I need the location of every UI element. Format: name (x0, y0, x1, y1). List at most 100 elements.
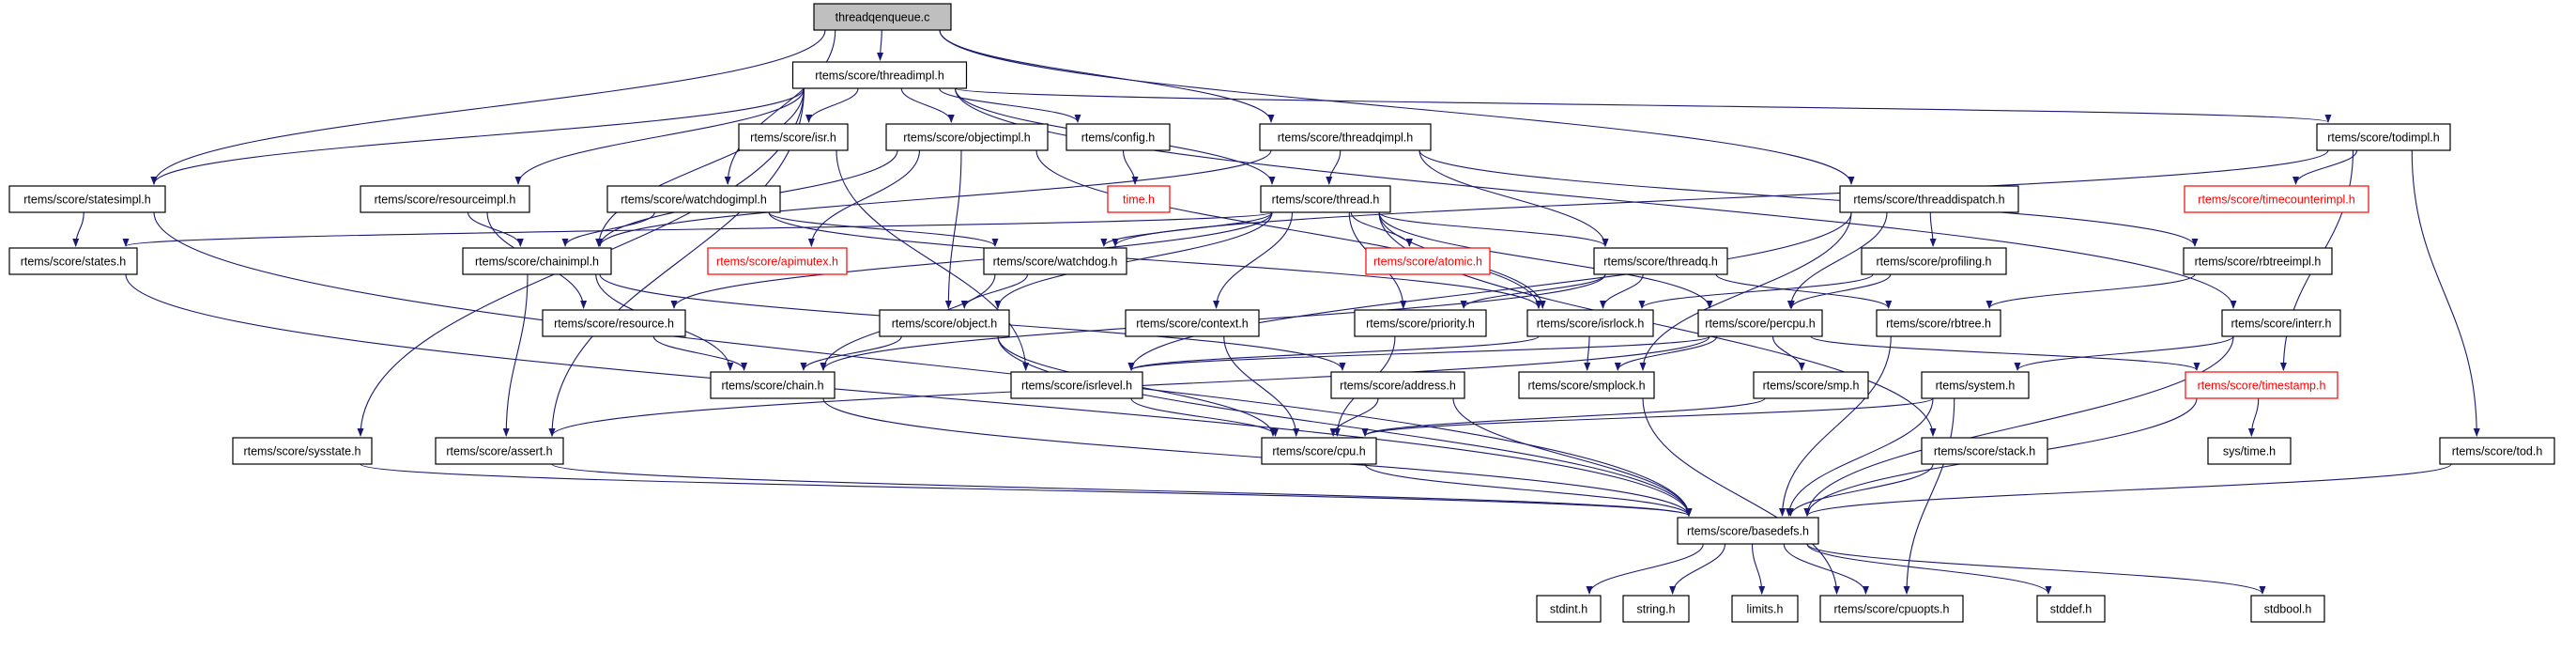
node-box-smp[interactable] (1753, 371, 1869, 399)
graph-node-rbtree[interactable]: rtems/score/rbtree.h (1876, 309, 2001, 337)
graph-node-system[interactable]: rtems/system.h (1921, 371, 2030, 399)
node-box-assert[interactable] (435, 437, 564, 465)
node-box-statesimpl[interactable] (8, 185, 166, 213)
graph-node-rbtreeimpl[interactable]: rtems/score/rbtreeimpl.h (2183, 247, 2333, 275)
graph-node-string[interactable]: string.h (1622, 595, 1690, 623)
node-box-address[interactable] (1330, 371, 1465, 399)
node-box-stdint[interactable] (1536, 595, 1602, 623)
node-box-stack[interactable] (1921, 437, 2048, 465)
graph-node-tod[interactable]: rtems/score/tod.h (2439, 437, 2555, 465)
graph-node-chain[interactable]: rtems/score/chain.h (710, 371, 836, 399)
graph-node-isrlock[interactable]: rtems/score/isrlock.h (1526, 309, 1654, 337)
graph-node-statesimpl[interactable]: rtems/score/statesimpl.h (8, 185, 166, 213)
node-box-threadq[interactable] (1593, 247, 1728, 275)
graph-node-objectimpl[interactable]: rtems/score/objectimpl.h (885, 123, 1049, 151)
graph-node-watchdogimpl[interactable]: rtems/score/watchdogimpl.h (606, 185, 781, 213)
graph-node-assert[interactable]: rtems/score/assert.h (435, 437, 564, 465)
node-box-chain[interactable] (710, 371, 836, 399)
node-box-cpuopts[interactable] (1819, 595, 1964, 623)
node-box-system[interactable] (1921, 371, 2030, 399)
node-box-timestamp[interactable] (2185, 371, 2338, 399)
node-box-rbtree[interactable] (1876, 309, 2001, 337)
node-box-object[interactable] (879, 309, 1010, 337)
graph-node-context[interactable]: rtems/score/context.h (1125, 309, 1260, 337)
graph-node-isrlevel[interactable]: rtems/score/isrlevel.h (1010, 371, 1143, 399)
node-box-isrlevel[interactable] (1010, 371, 1143, 399)
node-box-string[interactable] (1622, 595, 1690, 623)
graph-node-states[interactable]: rtems/score/states.h (8, 247, 138, 275)
graph-node-stddef[interactable]: stddef.h (2036, 595, 2106, 623)
graph-node-address[interactable]: rtems/score/address.h (1330, 371, 1465, 399)
node-box-threadqimpl[interactable] (1259, 123, 1432, 151)
node-box-chainimpl[interactable] (462, 247, 612, 275)
graph-node-interr[interactable]: rtems/score/interr.h (2221, 309, 2341, 337)
graph-node-atomic[interactable]: rtems/score/atomic.h (1365, 247, 1491, 275)
node-box-systime[interactable] (2207, 437, 2292, 465)
node-box-todimpl[interactable] (2316, 123, 2451, 151)
graph-node-chainimpl[interactable]: rtems/score/chainimpl.h (462, 247, 612, 275)
graph-node-isr[interactable]: rtems/score/isr.h (738, 123, 849, 151)
graph-node-thread[interactable]: rtems/score/thread.h (1260, 185, 1391, 213)
graph-node-priority[interactable]: rtems/score/priority.h (1354, 309, 1487, 337)
graph-node-stack[interactable]: rtems/score/stack.h (1921, 437, 2048, 465)
graph-node-basedefs[interactable]: rtems/score/basedefs.h (1677, 517, 1819, 545)
graph-node-apimutex[interactable]: rtems/score/apimutex.h (707, 247, 848, 275)
node-box-root[interactable] (813, 3, 952, 31)
node-box-percpu[interactable] (1697, 309, 1823, 337)
graph-node-stdbool[interactable]: stdbool.h (2250, 595, 2325, 623)
node-box-resourceimpl[interactable] (360, 185, 530, 213)
graph-node-threadqimpl[interactable]: rtems/score/threadqimpl.h (1259, 123, 1432, 151)
node-box-states[interactable] (8, 247, 138, 275)
node-box-config[interactable] (1066, 123, 1171, 151)
graph-node-cpu[interactable]: rtems/score/cpu.h (1261, 437, 1377, 465)
graph-node-object[interactable]: rtems/score/object.h (879, 309, 1010, 337)
node-box-apimutex[interactable] (707, 247, 848, 275)
graph-node-threaddispatch[interactable]: rtems/score/threaddispatch.h (1839, 185, 2019, 213)
graph-node-timecounterimpl[interactable]: rtems/score/timecounterimpl.h (2184, 185, 2369, 213)
graph-node-percpu[interactable]: rtems/score/percpu.h (1697, 309, 1823, 337)
graph-node-limits[interactable]: limits.h (1731, 595, 1799, 623)
node-box-tod[interactable] (2439, 437, 2555, 465)
node-box-sysstate[interactable] (232, 437, 373, 465)
node-box-rbtreeimpl[interactable] (2183, 247, 2333, 275)
node-box-basedefs[interactable] (1677, 517, 1819, 545)
node-box-profiling[interactable] (1861, 247, 2007, 275)
graph-node-profiling[interactable]: rtems/score/profiling.h (1861, 247, 2007, 275)
node-box-isr[interactable] (738, 123, 849, 151)
node-box-smplock[interactable] (1518, 371, 1655, 399)
graph-node-sysstate[interactable]: rtems/score/sysstate.h (232, 437, 373, 465)
graph-node-root[interactable]: threadqenqueue.c (813, 3, 952, 31)
graph-node-systime[interactable]: sys/time.h (2207, 437, 2292, 465)
node-box-stdbool[interactable] (2250, 595, 2325, 623)
graph-node-timestamp[interactable]: rtems/score/timestamp.h (2185, 371, 2338, 399)
node-box-stddef[interactable] (2036, 595, 2106, 623)
graph-node-time[interactable]: time.h (1107, 185, 1171, 213)
graph-node-watchdog[interactable]: rtems/score/watchdog.h (983, 247, 1127, 275)
node-box-isrlock[interactable] (1526, 309, 1654, 337)
graph-node-resourceimpl[interactable]: rtems/score/resourceimpl.h (360, 185, 530, 213)
graph-node-threadq[interactable]: rtems/score/threadq.h (1593, 247, 1728, 275)
node-box-watchdog[interactable] (983, 247, 1127, 275)
node-box-cpu[interactable] (1261, 437, 1377, 465)
node-box-atomic[interactable] (1365, 247, 1491, 275)
node-box-time[interactable] (1107, 185, 1171, 213)
node-box-resource[interactable] (542, 309, 686, 337)
graph-node-config[interactable]: rtems/config.h (1066, 123, 1171, 151)
graph-node-todimpl[interactable]: rtems/score/todimpl.h (2316, 123, 2451, 151)
graph-node-resource[interactable]: rtems/score/resource.h (542, 309, 686, 337)
node-box-watchdogimpl[interactable] (606, 185, 781, 213)
node-box-thread[interactable] (1260, 185, 1391, 213)
node-box-context[interactable] (1125, 309, 1260, 337)
graph-node-threadimpl[interactable]: rtems/score/threadimpl.h (791, 61, 968, 89)
node-box-interr[interactable] (2221, 309, 2341, 337)
graph-node-cpuopts[interactable]: rtems/score/cpuopts.h (1819, 595, 1964, 623)
node-box-limits[interactable] (1731, 595, 1799, 623)
node-box-objectimpl[interactable] (885, 123, 1049, 151)
graph-node-smp[interactable]: rtems/score/smp.h (1753, 371, 1869, 399)
graph-node-smplock[interactable]: rtems/score/smplock.h (1518, 371, 1655, 399)
node-box-threadimpl[interactable] (791, 61, 968, 89)
graph-node-stdint[interactable]: stdint.h (1536, 595, 1602, 623)
node-box-priority[interactable] (1354, 309, 1487, 337)
node-box-threaddispatch[interactable] (1839, 185, 2019, 213)
node-box-timecounterimpl[interactable] (2184, 185, 2369, 213)
